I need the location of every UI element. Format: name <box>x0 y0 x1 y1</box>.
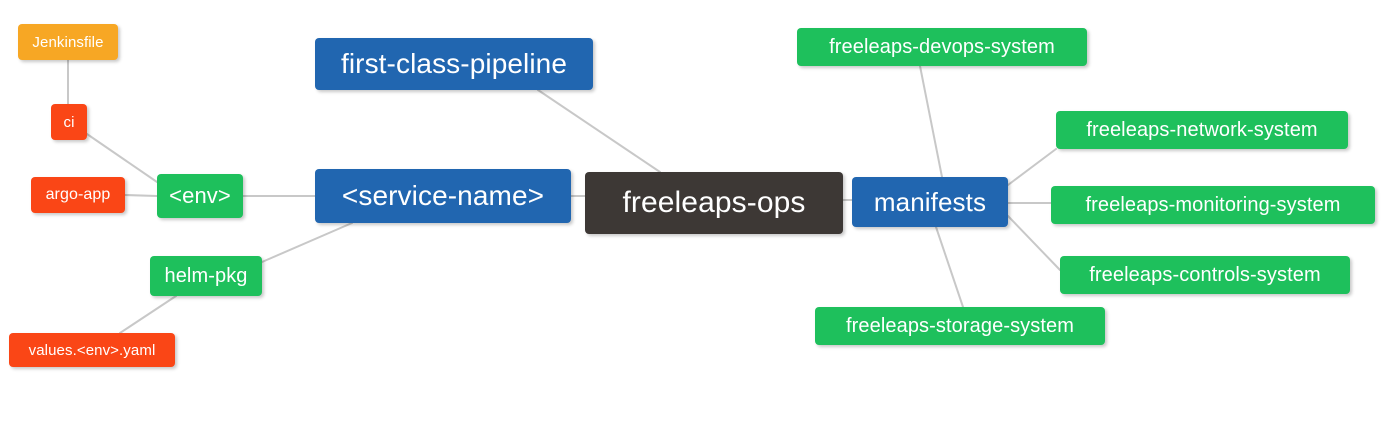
node-env[interactable]: <env> <box>157 174 243 218</box>
node-network-system[interactable]: freeleaps-network-system <box>1056 111 1348 149</box>
node-label: <env> <box>169 183 231 208</box>
node-storage-system[interactable]: freeleaps-storage-system <box>815 307 1105 345</box>
edge-manifests-to-network-system <box>1007 148 1057 186</box>
node-controls-system[interactable]: freeleaps-controls-system <box>1060 256 1350 294</box>
node-helm-pkg[interactable]: helm-pkg <box>150 256 262 296</box>
node-ci[interactable]: ci <box>51 104 87 140</box>
edge-manifests-to-devops-system <box>919 65 943 178</box>
node-freeleaps-ops[interactable]: freeleaps-ops <box>585 172 843 234</box>
node-label: argo-app <box>45 186 111 203</box>
node-service-name[interactable]: <service-name> <box>315 169 571 223</box>
edge-argo-app-to-env <box>124 194 158 197</box>
node-label: first-class-pipeline <box>340 48 568 79</box>
node-label: freeleaps-devops-system <box>829 36 1055 58</box>
edge-helm-pkg-to-service-name <box>261 222 353 263</box>
node-argo-app[interactable]: argo-app <box>31 177 125 213</box>
node-label: freeleaps-monitoring-system <box>1085 194 1341 216</box>
edge-manifests-to-controls-system <box>1007 215 1061 271</box>
node-label: Jenkinsfile <box>32 33 104 51</box>
node-label: freeleaps-network-system <box>1086 119 1318 141</box>
edge-first-class-pipeline-to-freeleaps-ops <box>537 89 661 173</box>
node-label: freeleaps-controls-system <box>1089 264 1321 286</box>
node-first-class-pipeline[interactable]: first-class-pipeline <box>315 38 593 90</box>
node-devops-system[interactable]: freeleaps-devops-system <box>797 28 1087 66</box>
node-monitoring-system[interactable]: freeleaps-monitoring-system <box>1051 186 1375 224</box>
edge-ci-to-env <box>86 133 158 183</box>
node-manifests[interactable]: manifests <box>852 177 1008 227</box>
node-label: ci <box>63 113 75 131</box>
node-label: freeleaps-ops <box>622 186 806 219</box>
node-label: manifests <box>873 187 987 217</box>
edge-manifests-to-storage-system <box>935 226 964 308</box>
node-label: <service-name> <box>341 180 545 211</box>
edge-values-yaml-to-helm-pkg <box>119 295 177 334</box>
node-label: freeleaps-storage-system <box>845 315 1075 337</box>
node-label: helm-pkg <box>164 265 248 287</box>
node-label: values.<env>.yaml <box>28 341 156 359</box>
node-jenkinsfile[interactable]: Jenkinsfile <box>18 24 118 60</box>
node-values-yaml[interactable]: values.<env>.yaml <box>9 333 175 367</box>
